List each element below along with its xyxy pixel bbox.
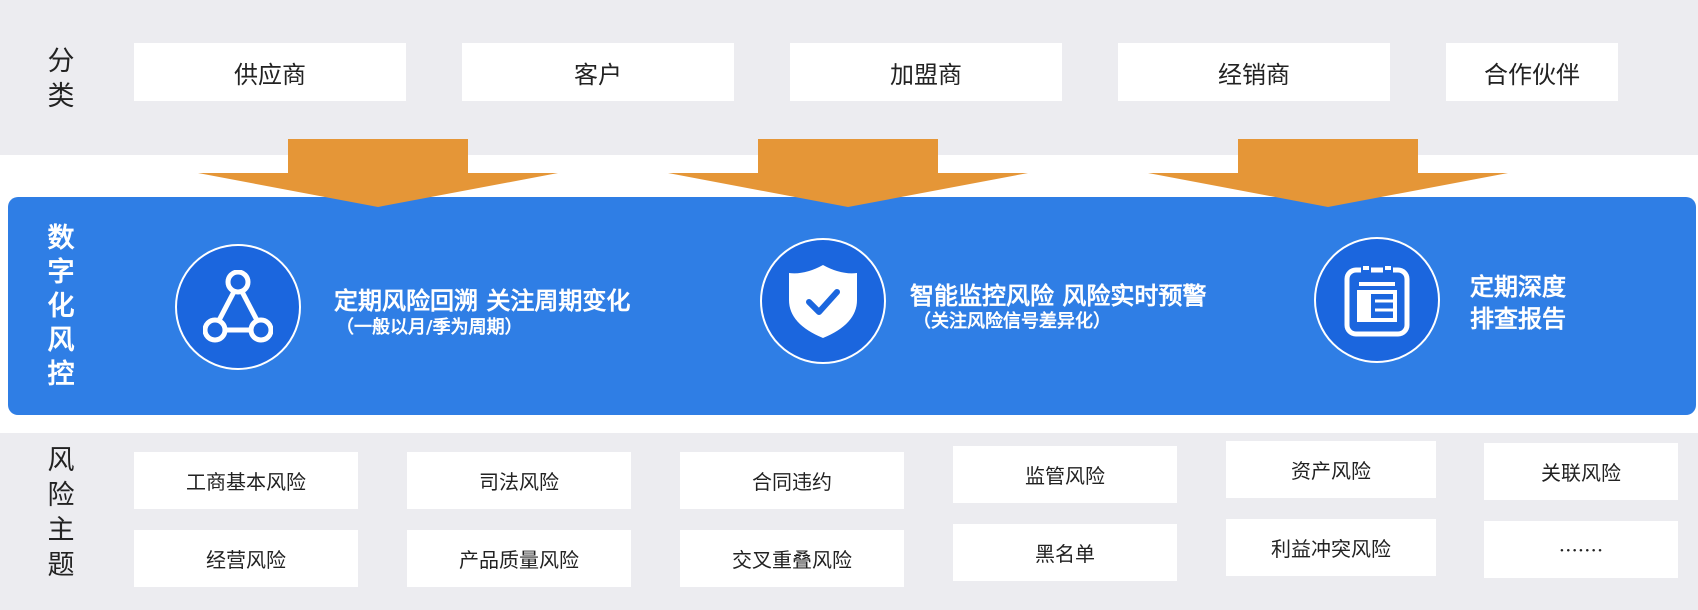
feature-subtitle: （一般以月/季为周期） bbox=[336, 317, 523, 338]
risk-tile: 产品质量风险 bbox=[407, 530, 631, 587]
digital-risk-control-label: 数 字 化 风 控 bbox=[41, 222, 81, 392]
category-label: 分 类 bbox=[41, 44, 81, 114]
panel-label-char: 控 bbox=[47, 359, 75, 390]
category-customer: 客户 bbox=[462, 43, 734, 101]
category-distributor: 经销商 bbox=[1118, 43, 1390, 101]
category-franchisee: 加盟商 bbox=[790, 43, 1062, 101]
panel-label-char: 数 bbox=[47, 223, 75, 254]
risk-theme-label: 风 险 主 题 bbox=[41, 443, 81, 583]
down-arrow-icon bbox=[668, 139, 1028, 207]
risk-tile: 工商基本风险 bbox=[134, 452, 358, 509]
panel-label-char: 风 bbox=[47, 325, 75, 356]
feature-title-line: 排查报告 bbox=[1470, 304, 1566, 333]
feature-title: 智能监控风险 风险实时预警 bbox=[910, 281, 1207, 310]
down-arrow-icon bbox=[1148, 139, 1508, 207]
down-arrow-icon bbox=[198, 139, 558, 207]
risk-label-char: 题 bbox=[47, 550, 75, 581]
risk-tile: 监管风险 bbox=[953, 446, 1177, 503]
category-label-char: 类 bbox=[47, 81, 75, 112]
risk-tile: 利益冲突风险 bbox=[1226, 519, 1436, 576]
risk-tile: 经营风险 bbox=[134, 530, 358, 587]
risk-tile: 交叉重叠风险 bbox=[680, 530, 904, 587]
risk-tile: ······· bbox=[1484, 521, 1678, 578]
risk-label-char: 主 bbox=[47, 515, 75, 546]
feature-title: 定期风险回溯 关注周期变化 bbox=[334, 286, 631, 315]
feature-subtitle: （关注风险信号差异化） bbox=[913, 311, 1111, 332]
panel-label-char: 字 bbox=[47, 257, 75, 288]
report-document-icon bbox=[1314, 237, 1440, 363]
risk-label-char: 风 bbox=[47, 445, 75, 476]
shield-check-icon bbox=[760, 238, 886, 364]
category-supplier: 供应商 bbox=[134, 43, 406, 101]
risk-tile: 资产风险 bbox=[1226, 441, 1436, 498]
network-triangle-icon bbox=[175, 244, 301, 370]
feature-title-line: 定期深度 bbox=[1470, 272, 1566, 301]
risk-tile: 司法风险 bbox=[407, 452, 631, 509]
risk-tile: 合同违约 bbox=[680, 452, 904, 509]
risk-tile: 黑名单 bbox=[953, 524, 1177, 581]
category-label-char: 分 bbox=[47, 46, 75, 77]
risk-tile: 关联风险 bbox=[1484, 443, 1678, 500]
risk-label-char: 险 bbox=[47, 480, 75, 511]
category-partner: 合作伙伴 bbox=[1446, 43, 1618, 101]
feature-title: 定期深度 排查报告 bbox=[1470, 271, 1566, 335]
panel-label-char: 化 bbox=[47, 291, 75, 322]
